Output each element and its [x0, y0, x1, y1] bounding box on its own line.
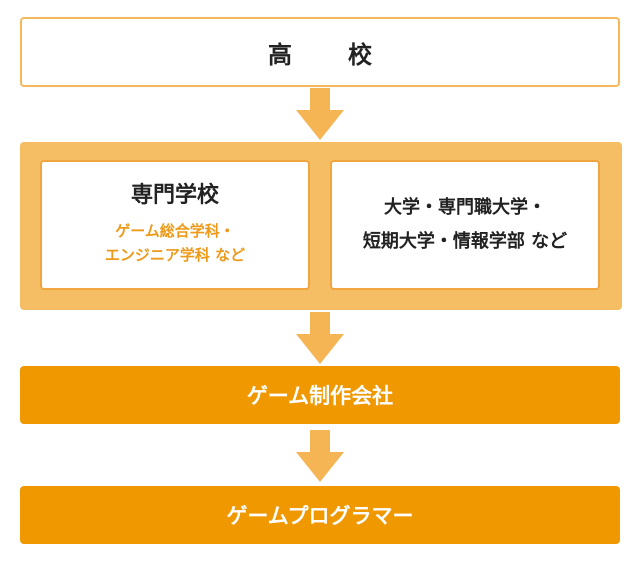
vocational-school-box: 専門学校 ゲーム総合学科・ エンジニア学科 など: [40, 160, 310, 290]
down-arrow-icon: [296, 312, 344, 364]
game-company-box: ゲーム制作会社: [20, 366, 620, 424]
down-arrow-icon: [296, 88, 344, 140]
high-school-label: 高 校: [268, 40, 388, 69]
vocational-school-sub-line2: エンジニア学科 など: [104, 246, 246, 264]
high-school-box: 高 校: [20, 17, 620, 87]
game-programmer-box: ゲームプログラマー: [20, 486, 620, 544]
university-box: 大学・専門職大学・ 短期大学・情報学部 など: [330, 160, 600, 290]
university-line1: 大学・専門職大学・: [384, 197, 546, 218]
game-company-label: ゲーム制作会社: [246, 384, 394, 408]
university-line2: 短期大学・情報学部 など: [362, 231, 568, 252]
vocational-school-title: 専門学校: [130, 183, 219, 208]
down-arrow-icon: [296, 430, 344, 482]
game-programmer-label: ゲームプログラマー: [226, 504, 414, 528]
vocational-school-sub-line1: ゲーム総合学科・: [115, 222, 235, 240]
